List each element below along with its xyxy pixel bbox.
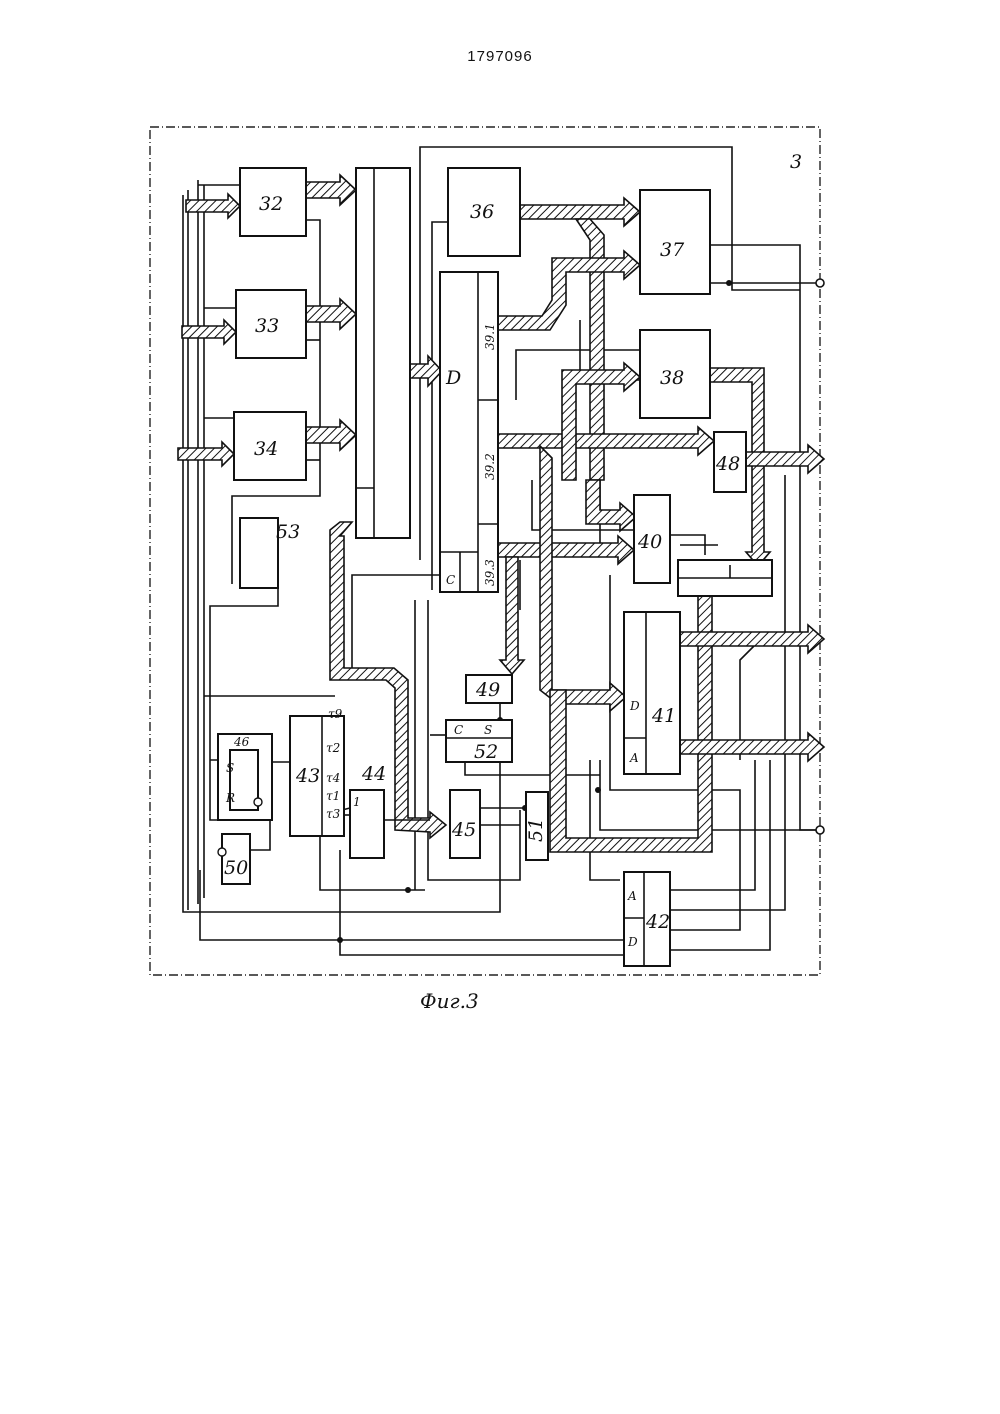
block-53: 53 <box>240 518 300 588</box>
svg-text:46: 46 <box>233 735 250 749</box>
block-42: A D 42 <box>624 872 670 966</box>
block-51: 51 <box>525 792 548 860</box>
svg-text:43: 43 <box>295 765 320 787</box>
block-43: 43 τ9 τ2 τ4 τ1 τ3 <box>290 707 344 836</box>
svg-text:A: A <box>629 751 639 765</box>
svg-text:A: A <box>627 889 637 903</box>
svg-text:C: C <box>446 573 455 587</box>
svg-text:τ3: τ3 <box>326 807 341 821</box>
svg-text:34: 34 <box>254 438 278 460</box>
block-41: D A 41 <box>624 612 680 774</box>
figure-caption: Фиг.3 <box>420 989 479 1013</box>
svg-text:38: 38 <box>660 367 684 389</box>
svg-text:45: 45 <box>451 819 476 841</box>
block-48: 48 <box>714 432 746 492</box>
block-38: 38 <box>640 330 710 418</box>
svg-text:44: 44 <box>361 763 386 785</box>
svg-text:49: 49 <box>475 679 500 701</box>
svg-text:41: 41 <box>651 705 676 727</box>
svg-text:D: D <box>445 367 461 389</box>
svg-text:1: 1 <box>353 795 361 809</box>
svg-text:39.3: 39.3 <box>483 559 497 586</box>
block-34: 34 <box>234 412 306 480</box>
block-52: C S 52 <box>446 720 512 763</box>
block-register <box>356 168 410 538</box>
svg-text:40: 40 <box>637 531 662 553</box>
svg-text:42: 42 <box>645 911 670 933</box>
svg-text:C: C <box>454 723 463 737</box>
svg-text:τ9: τ9 <box>328 707 343 721</box>
svg-text:R: R <box>225 791 235 805</box>
block-37: 37 <box>640 190 710 294</box>
svg-text:37: 37 <box>660 239 685 261</box>
svg-text:33: 33 <box>255 315 279 337</box>
block-45: 45 <box>450 790 480 858</box>
block-46: 46 S R <box>218 734 272 820</box>
block-44: 44 1 <box>350 763 386 858</box>
svg-text:32: 32 <box>259 193 283 215</box>
svg-text:48: 48 <box>715 453 740 475</box>
corner-label: 3 <box>790 151 802 173</box>
block-36: 36 <box>448 168 520 256</box>
block-33: 33 <box>236 290 306 358</box>
svg-text:D: D <box>627 935 638 949</box>
block-mux <box>678 560 772 596</box>
svg-text:τ4: τ4 <box>326 771 340 785</box>
block-50: 50 <box>218 834 250 884</box>
svg-text:52: 52 <box>474 741 498 763</box>
svg-text:S: S <box>226 761 234 775</box>
block-39: D C 39.1 39.2 39.3 <box>440 272 498 592</box>
svg-text:39.1: 39.1 <box>483 323 497 350</box>
svg-text:53: 53 <box>276 521 300 543</box>
block-40: 40 <box>634 495 670 583</box>
svg-text:τ2: τ2 <box>326 741 340 755</box>
block-32: 32 <box>240 168 306 236</box>
svg-text:D: D <box>629 699 640 713</box>
svg-text:36: 36 <box>470 201 494 223</box>
svg-text:S: S <box>484 723 492 737</box>
svg-text:50: 50 <box>224 857 248 879</box>
block-49: 49 <box>466 675 512 703</box>
svg-text:51: 51 <box>525 818 547 842</box>
svg-text:39.2: 39.2 <box>483 453 497 480</box>
svg-text:τ1: τ1 <box>326 789 340 803</box>
